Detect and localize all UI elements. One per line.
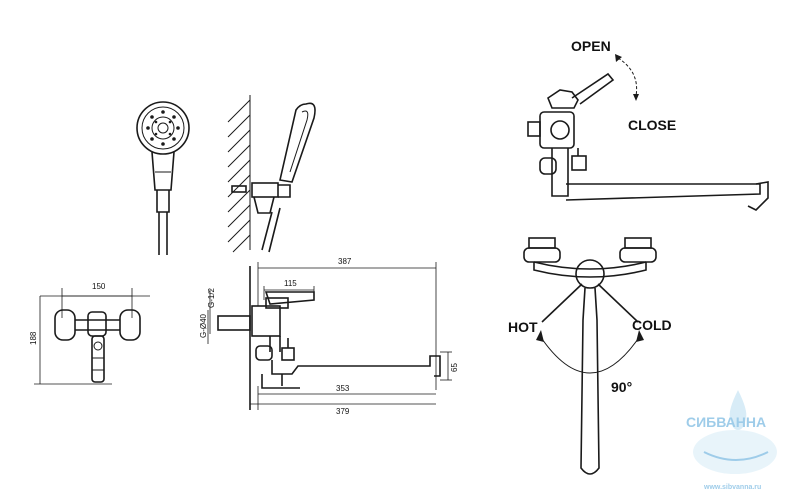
dim-spout-length: 353 bbox=[336, 384, 350, 393]
dim-thread: G-1/2 bbox=[207, 287, 216, 308]
dim-front-width: 150 bbox=[92, 282, 106, 291]
cold-label: COLD bbox=[632, 317, 672, 333]
watermark-logo: СИБВАННА www.sibvanna.ru bbox=[686, 390, 777, 491]
handle-operation-view bbox=[523, 237, 657, 475]
dim-overall: 379 bbox=[336, 407, 350, 416]
shower-side-view bbox=[227, 95, 316, 253]
dim-spout-drop: 65 bbox=[450, 363, 459, 372]
watermark-brand: СИБВАННА bbox=[686, 414, 766, 430]
hand-shower-front bbox=[136, 101, 190, 255]
hot-label: HOT bbox=[508, 319, 538, 335]
faucet-front-view bbox=[34, 288, 150, 385]
angle-label: 90° bbox=[611, 379, 632, 395]
dim-body-depth: 115 bbox=[284, 279, 297, 288]
dim-front-height: 188 bbox=[29, 331, 38, 345]
dim-pipe: G-Ø40 bbox=[199, 313, 208, 338]
lever-operation-view bbox=[527, 54, 769, 211]
dim-total-length: 387 bbox=[338, 257, 352, 266]
open-label: OPEN bbox=[571, 38, 611, 54]
watermark-url: www.sibvanna.ru bbox=[703, 484, 761, 491]
faucet-side-view bbox=[207, 262, 452, 410]
close-label: CLOSE bbox=[628, 117, 676, 133]
